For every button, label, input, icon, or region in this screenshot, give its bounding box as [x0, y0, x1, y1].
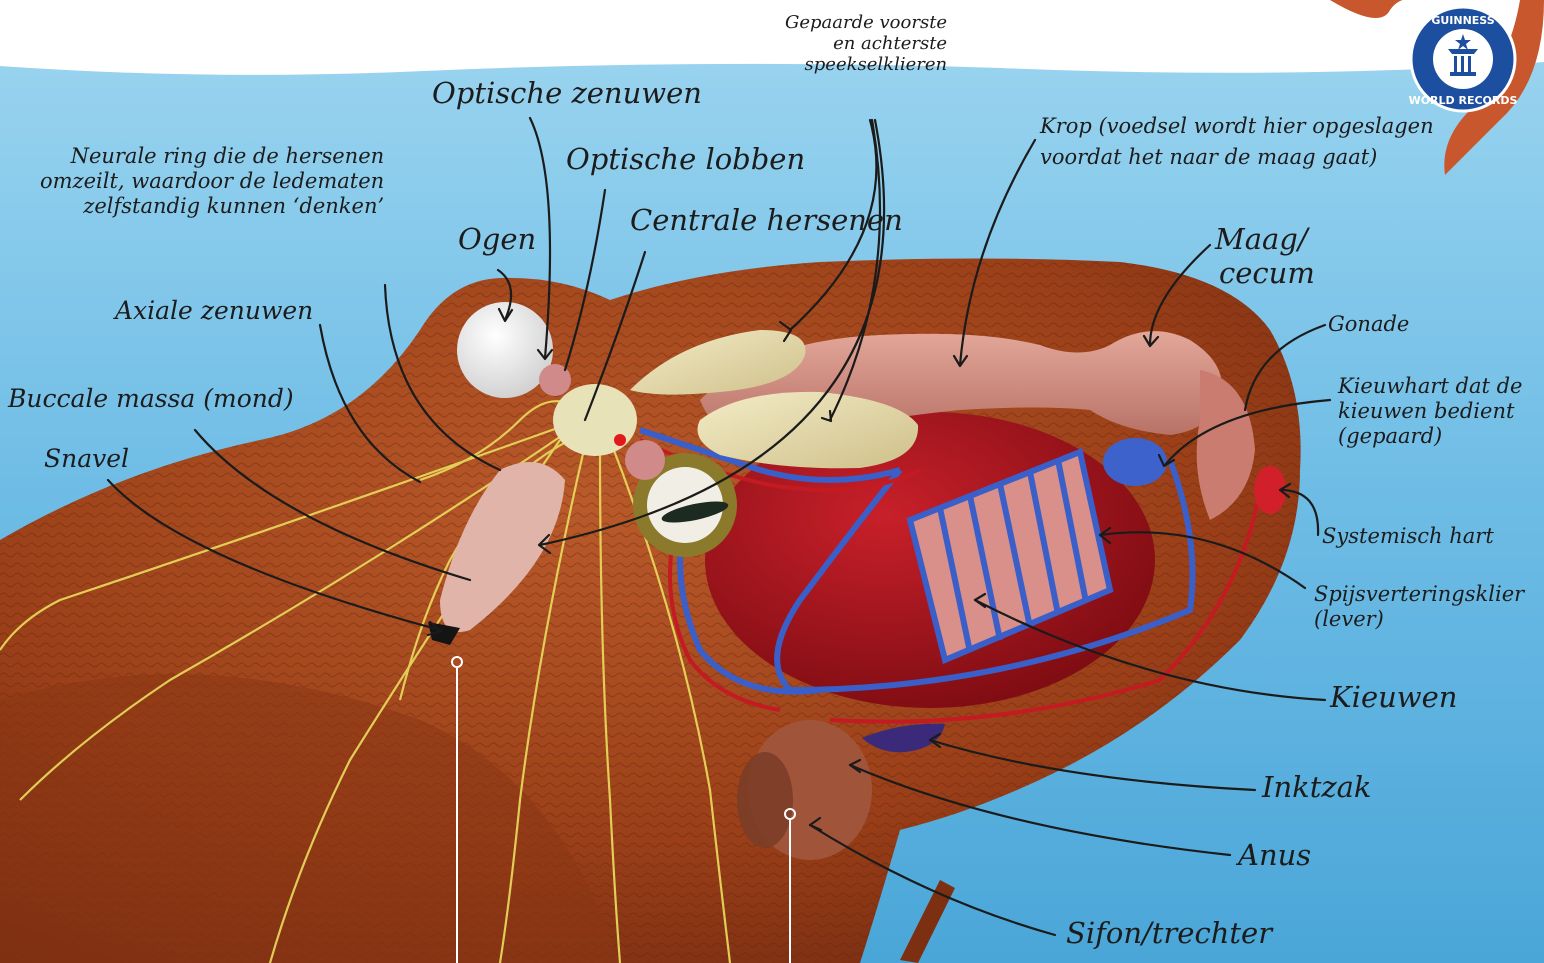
label-gills: Kieuwen [1330, 680, 1457, 714]
label-neural-ring: Neurale ring die de hersenen omzeilt, wa… [40, 144, 384, 218]
label-beak: Snavel [44, 444, 129, 474]
label-anus: Anus [1238, 838, 1311, 872]
badge-text-top: GUINNESS [1431, 14, 1494, 27]
guinness-world-records-logo: GUINNESS WORLD RECORDS [1408, 4, 1518, 114]
label-central-brain: Centrale hersenen [630, 203, 903, 237]
label-optic-nerves: Optische zenuwen [432, 76, 702, 110]
label-buccal-mass: Buccale massa (mond) [8, 384, 294, 414]
label-ink-sac: Inktzak [1262, 770, 1372, 804]
label-stomach: Maag/ cecum [1215, 222, 1315, 290]
label-digestive-gland: Spijsverteringsklier (lever) [1314, 582, 1524, 632]
label-gonad: Gonade [1328, 312, 1409, 337]
label-salivary-glands: Gepaarde voorste en achterste speekselkl… [785, 12, 947, 76]
white-top-band [0, 0, 1544, 75]
branchial-heart [1103, 438, 1167, 486]
optic-lobe-right [625, 440, 665, 480]
label-systemic-heart: Systemisch hart [1322, 524, 1494, 549]
label-optic-lobes: Optische lobben [566, 142, 805, 176]
brain-red-dot [614, 434, 626, 446]
siphon-opening [737, 752, 793, 848]
label-eyes: Ogen [458, 222, 536, 256]
label-axial-nerves: Axiale zenuwen [115, 296, 313, 326]
label-siphon: Sifon/trechter [1066, 916, 1272, 950]
label-branchial-heart: Kieuwhart dat de kieuwen bedient (gepaar… [1338, 374, 1522, 448]
badge-text-bottom: WORLD RECORDS [1409, 94, 1518, 107]
label-crop: Krop (voedsel wordt hier opgeslagen voor… [1040, 114, 1434, 170]
